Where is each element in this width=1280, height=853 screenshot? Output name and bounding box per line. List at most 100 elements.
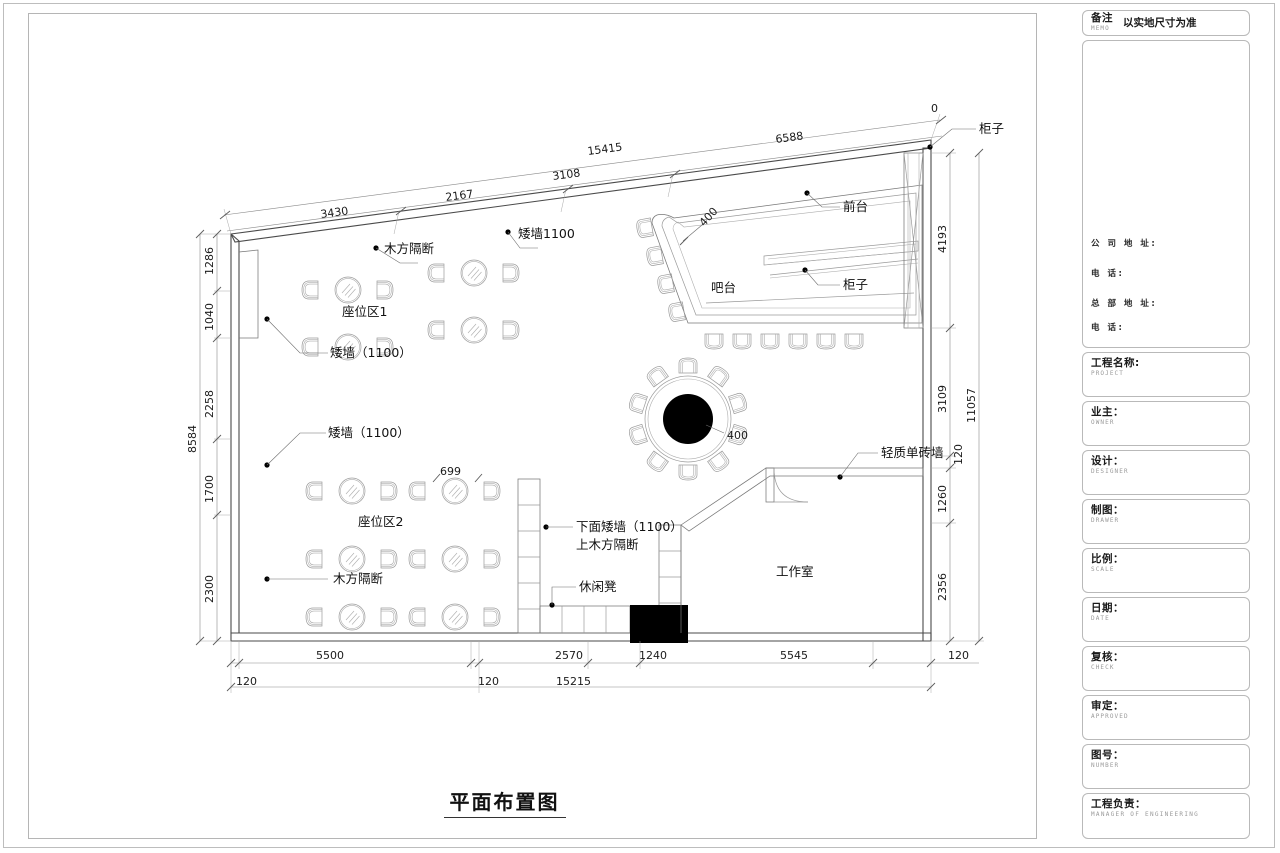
dim-120-bottom-right: 120	[948, 649, 969, 662]
drawing-frame	[28, 13, 1037, 839]
cabinet-hatched	[903, 152, 924, 329]
table-set	[305, 477, 398, 505]
field-date-label-en: DATE	[1091, 615, 1110, 622]
dim-5500: 5500	[316, 649, 344, 662]
field-number-label-cn: 图号：	[1091, 749, 1124, 761]
table-set	[301, 276, 394, 304]
dimension-bottom: 5500 120 120 2570 1240 5545 120 15215	[226, 641, 979, 693]
label-low-wall-left: 矮墙（1100）	[330, 345, 412, 360]
dim-5545: 5545	[780, 649, 808, 662]
label-low-wall-top: 矮墙1100	[518, 226, 575, 241]
label-cabinet-top: 柜子	[979, 121, 1004, 136]
company-address-block: 公 司 地 址: 电 话: 总 部 地 址: 电 话:	[1091, 221, 1241, 335]
label-seating-zone-2: 座位区2	[358, 514, 403, 529]
field-drawer[interactable]: 制图： DRAWER	[1082, 499, 1250, 544]
field-approved-label-cn: 审定：	[1091, 700, 1124, 712]
table-set	[305, 603, 398, 631]
label-seating-zone-1: 座位区1	[342, 304, 387, 319]
drawing-title-area: 平面布置图	[0, 786, 1009, 818]
dim-2258: 2258	[203, 390, 216, 418]
field-date-label-cn: 日期：	[1091, 602, 1124, 614]
dim-3108: 3108	[552, 166, 581, 183]
label-reception: 前台	[843, 199, 868, 214]
field-designer-label-en: DESIGNER	[1091, 468, 1129, 475]
annotation-leaders: 木方隔断 矮墙1100 矮墙（1100） 矮墙（1100） 木方隔断 前台 柜子…	[264, 121, 1004, 608]
dimension-right: 4193 3109 120 1260 2356 11057	[931, 148, 984, 646]
field-check-label-en: CHECK	[1091, 664, 1115, 671]
table-set	[427, 259, 520, 287]
field-check-label-cn: 复核：	[1091, 651, 1124, 663]
title-block-panel: 备注 MEMO 以实地尺寸为准 公 司 地 址: 电 话: 总 部 地 址: 电…	[1082, 10, 1250, 840]
dim-120-right: 120	[952, 444, 965, 465]
memo-value: 以实地尺寸为准	[1123, 17, 1197, 29]
field-drawer-label-cn: 制图：	[1091, 504, 1124, 516]
table-set	[427, 316, 520, 344]
memo-cell[interactable]: 备注 MEMO 以实地尺寸为准	[1082, 10, 1250, 36]
company-phone-label: 电 话:	[1091, 269, 1125, 279]
field-check[interactable]: 复核： CHECK	[1082, 646, 1250, 691]
memo-body-cell[interactable]: 公 司 地 址: 电 话: 总 部 地 址: 电 话:	[1082, 40, 1250, 348]
seating-zone-2-furniture	[305, 477, 501, 631]
bar-stools-bottom	[704, 333, 864, 350]
dim-8584-total: 8584	[186, 425, 199, 453]
field-approved-label-en: APPROVED	[1091, 713, 1129, 720]
dim-3430: 3430	[320, 204, 349, 221]
dim-15215-total: 15215	[556, 675, 591, 688]
field-project-label-cn: 工程名称:	[1091, 357, 1140, 369]
solid-block-element	[630, 605, 688, 643]
field-manager-label-en: MANAGER OF ENGINEERING	[1091, 811, 1200, 818]
center-partition-shelving	[517, 478, 541, 634]
label-wood-partition-top: 木方隔断	[384, 241, 434, 256]
table-set	[408, 545, 501, 573]
dim-2356: 2356	[936, 573, 949, 601]
dim-origin-0: 0	[931, 102, 938, 115]
field-drawer-label-en: DRAWER	[1091, 517, 1120, 524]
bar-stools-left	[635, 217, 686, 323]
table-set	[408, 477, 501, 505]
leisure-bench	[539, 605, 631, 634]
dim-2167: 2167	[445, 187, 474, 204]
field-manager-label-cn: 工程负责：	[1091, 798, 1146, 810]
dim-4193: 4193	[936, 225, 949, 253]
field-manager-of-engineering[interactable]: 工程负责： MANAGER OF ENGINEERING	[1082, 793, 1250, 839]
floor-plan-drawing[interactable]: 15415 3430 2167 3108 6588 0 1286 1040 22…	[28, 13, 1037, 839]
dimension-left: 1286 1040 2258 1700 2300 8584	[186, 229, 231, 646]
field-project[interactable]: 工程名称: PROJECT	[1082, 352, 1250, 397]
field-project-label-en: PROJECT	[1091, 370, 1124, 377]
dim-15415: 15415	[587, 140, 623, 158]
field-owner[interactable]: 业主： OWNER	[1082, 401, 1250, 446]
company-address-label: 公 司 地 址:	[1091, 239, 1158, 249]
dim-3109: 3109	[936, 385, 949, 413]
dim-1240: 1240	[639, 649, 667, 662]
memo-label-en: MEMO	[1091, 25, 1110, 32]
field-scale[interactable]: 比例： SCALE	[1082, 548, 1250, 593]
central-round-table	[627, 357, 749, 481]
label-workroom: 工作室	[776, 564, 814, 579]
dim-120-bottom-left: 120	[236, 675, 257, 688]
field-designer-label-cn: 设计：	[1091, 455, 1124, 467]
table-set	[408, 603, 501, 631]
page-outer-border	[3, 3, 1275, 848]
dim-1260: 1260	[936, 485, 949, 513]
dim-120-bottom-mid: 120	[478, 675, 499, 688]
dim-11057-total: 11057	[965, 388, 978, 423]
dim-699: 699	[440, 465, 461, 478]
dim-1286: 1286	[203, 247, 216, 275]
label-wood-partition-bottom: 木方隔断	[333, 571, 383, 586]
dim-1700: 1700	[203, 475, 216, 503]
reception-bar-counter	[651, 184, 923, 324]
label-cabinet-bar: 柜子	[843, 277, 868, 292]
memo-label-cn: 备注	[1091, 12, 1113, 24]
field-designer[interactable]: 设计： DESIGNER	[1082, 450, 1250, 495]
label-light-brick-wall: 轻质单砖墙	[881, 445, 944, 460]
label-bar: 吧台	[711, 280, 736, 295]
dim-6588: 6588	[775, 129, 804, 146]
field-date[interactable]: 日期： DATE	[1082, 597, 1250, 642]
field-approved[interactable]: 审定： APPROVED	[1082, 695, 1250, 740]
page-title: 平面布置图	[443, 790, 566, 818]
field-number[interactable]: 图号： NUMBER	[1082, 744, 1250, 789]
hq-phone-label: 电 话:	[1091, 323, 1125, 333]
field-owner-label-cn: 业主：	[1091, 406, 1124, 418]
room-name-labels: 座位区1 座位区2 工作室 吧台	[342, 280, 814, 579]
low-wall-seating1	[238, 249, 259, 339]
